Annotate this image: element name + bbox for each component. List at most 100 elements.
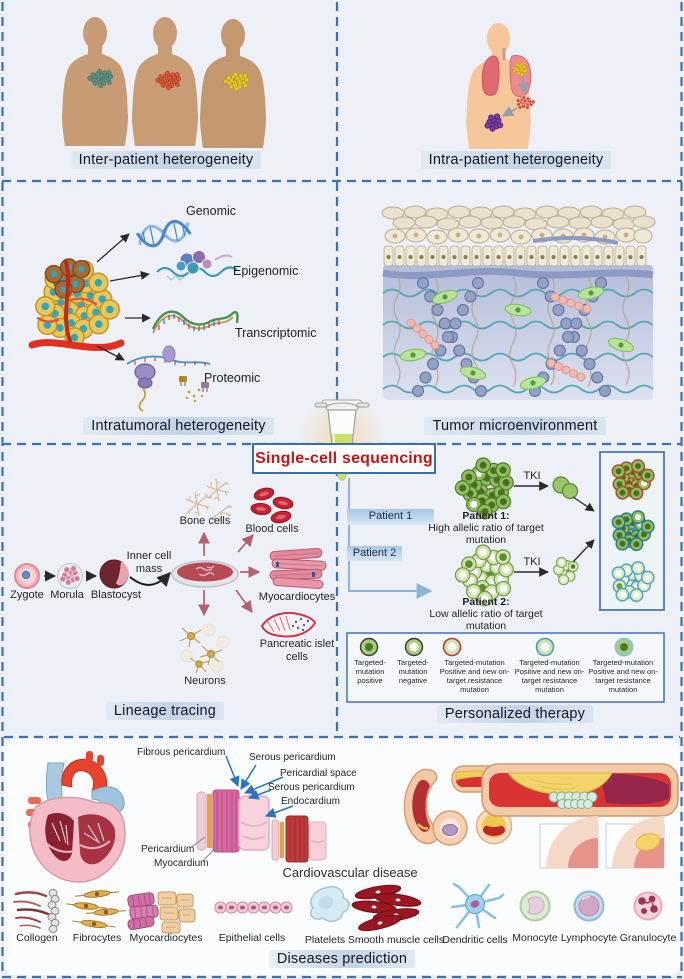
stage-label-morula: Morula	[50, 589, 84, 601]
label-fibrous-pericardium: Fibrous pericardium	[137, 747, 226, 758]
omics-label-genomic: Genomic	[186, 204, 237, 218]
tumor-mass-icon	[35, 260, 120, 348]
patient1-tag: Patient 1	[347, 509, 434, 525]
converge-arrow-1	[572, 496, 595, 512]
inter-patient-illustration	[62, 17, 266, 148]
label-serous-pericardium-1: Serous pericardium	[249, 752, 336, 763]
stage-label-zygote: Zygote	[10, 589, 44, 601]
label-pericardium: Pericardium	[141, 844, 195, 855]
blastocyst-icon	[99, 559, 129, 589]
cardiovascular-caption: Cardiovascular disease	[282, 865, 418, 880]
fate-label-bone-cells: Bone cells	[179, 515, 231, 527]
epigenomic-icon	[156, 250, 238, 281]
metastasis-arrow-1	[517, 75, 529, 95]
single-cell-sequencing-box: Single-cell sequencing	[252, 443, 436, 474]
personalized-caption: Personalized therapy	[425, 705, 605, 723]
dendritic-cell-icon	[450, 882, 505, 929]
intratumoral-illustration	[28, 219, 239, 412]
fate-label-myocardiocytes: Myocardiocytes	[258, 591, 336, 603]
blood-vessel-icon	[28, 260, 125, 351]
collagen-strand-icon	[382, 288, 654, 394]
cell-label-monocyte: Monocyte	[512, 932, 558, 944]
granulocyte-icon	[633, 891, 663, 921]
secondary-tumor-icon	[484, 113, 504, 132]
personalized-illustration	[346, 451, 665, 703]
bead-chain-x-icon	[412, 277, 611, 397]
monocyte-icon	[519, 890, 551, 922]
label-myocardium: Myocardium	[154, 858, 209, 869]
morula-icon	[57, 563, 83, 589]
metastasis-arrow-2	[502, 106, 518, 117]
endocardium-block-icon	[271, 815, 327, 863]
omics-label-epigenomic: Epigenomic	[233, 264, 299, 278]
omics-label-proteomic: Proteomic	[204, 371, 261, 385]
inner-cell-mass-label: Inner cell mass	[126, 550, 172, 575]
transcriptomic-icon	[151, 310, 239, 334]
artery-plaque-icon	[481, 763, 679, 869]
legend-box	[346, 632, 665, 703]
bone-cells-icon	[185, 478, 232, 523]
fate-label-pancreatic: Pancreatic islet cells	[259, 638, 335, 663]
tumor-yellow-icon	[223, 71, 250, 92]
fate-label-neurons: Neurons	[184, 675, 226, 687]
cell-label-myocardiocytes: Myocardiocytes	[129, 932, 203, 944]
fibroblast-icon	[399, 286, 634, 390]
cell-label-epithelial: Epithelial cells	[218, 932, 286, 944]
label-endocardium: Endocardium	[281, 796, 340, 807]
cell-label-smooth-muscle: Smooth muscle cells	[347, 934, 445, 946]
patient1-caption: Patient 1: High allelic ratio of target …	[428, 510, 544, 546]
cell-type-icons	[13, 882, 663, 934]
myocardiocytes-row-icon	[127, 891, 196, 934]
cell-label-dendritic: Dendritic cells	[442, 934, 508, 946]
legend-entry-4: Targeted-mutation Positive and new on-ta…	[514, 658, 585, 694]
vessel-inset-2	[605, 816, 665, 869]
tki-label-2: TKI	[523, 556, 541, 568]
stage-label-blastocyst: Blastocyst	[90, 589, 142, 601]
blood-cells-icon	[250, 487, 294, 524]
cardiovascular-illustration	[26, 751, 679, 883]
abdominal-tumor-icon	[515, 95, 536, 110]
intratumoral-caption: Intratumoral heterogeneity	[72, 417, 285, 435]
epithelium-icon	[381, 205, 656, 280]
patient1-cluster-icon	[454, 457, 514, 520]
converge-arrow-2	[572, 539, 595, 563]
myocardiocytes-icon	[269, 548, 327, 589]
zygote-icon	[14, 563, 40, 589]
patient2-caption: Patient 2: Low allelic ratio of target m…	[429, 596, 543, 632]
fate-label-blood-cells: Blood cells	[245, 523, 299, 535]
collogen-icon	[13, 888, 60, 934]
legend-entry-5: Targeted-mutation Positive and new on-ta…	[588, 658, 658, 694]
label-pericardial-space: Pericardial space	[280, 768, 357, 779]
diseases-prediction-caption: Diseases prediction	[252, 950, 432, 968]
omics-arrows	[96, 233, 151, 361]
legend-entry-2: Targeted-mutation negative	[397, 658, 429, 685]
microenvironment-caption: Tumor microenvironment	[410, 417, 620, 435]
inter-patient-caption: Inter-patient heterogeneity	[62, 151, 270, 169]
patient2-cluster-icon	[454, 544, 514, 607]
pericardium-block-icon	[196, 789, 270, 853]
intra-patient-illustration	[466, 22, 536, 149]
epithelial-cells-icon	[214, 901, 293, 914]
microenvironment-illustration	[381, 205, 656, 400]
cell-label-lymphocyte: Lymphocyte	[560, 932, 618, 944]
legend-entry-3: Targeted-mutation Positive and new on-ta…	[439, 658, 510, 694]
fate-arrows	[198, 531, 261, 617]
label-serous-pericardium-2: Serous pericardium	[268, 782, 355, 793]
smooth-muscle-icon	[351, 884, 422, 932]
tki-label-1: TKI	[523, 470, 541, 482]
pink-chain-icon	[406, 292, 592, 382]
inner-cell-mass-arrow	[129, 571, 171, 587]
proteomic-icon	[126, 345, 211, 412]
lymphocyte-icon	[573, 890, 605, 922]
tumor-red-icon	[155, 70, 182, 91]
pancreatic-islet-icon	[260, 611, 317, 638]
fibrocytes-icon	[66, 890, 126, 928]
omics-label-transcriptomic: Transcriptomic	[235, 326, 317, 340]
patient2-post-tki-icon	[553, 556, 579, 586]
patient2-tag: Patient 2	[347, 546, 402, 561]
intra-patient-caption: Intra-patient heterogeneity	[400, 151, 632, 169]
platelets-icon	[309, 886, 350, 923]
